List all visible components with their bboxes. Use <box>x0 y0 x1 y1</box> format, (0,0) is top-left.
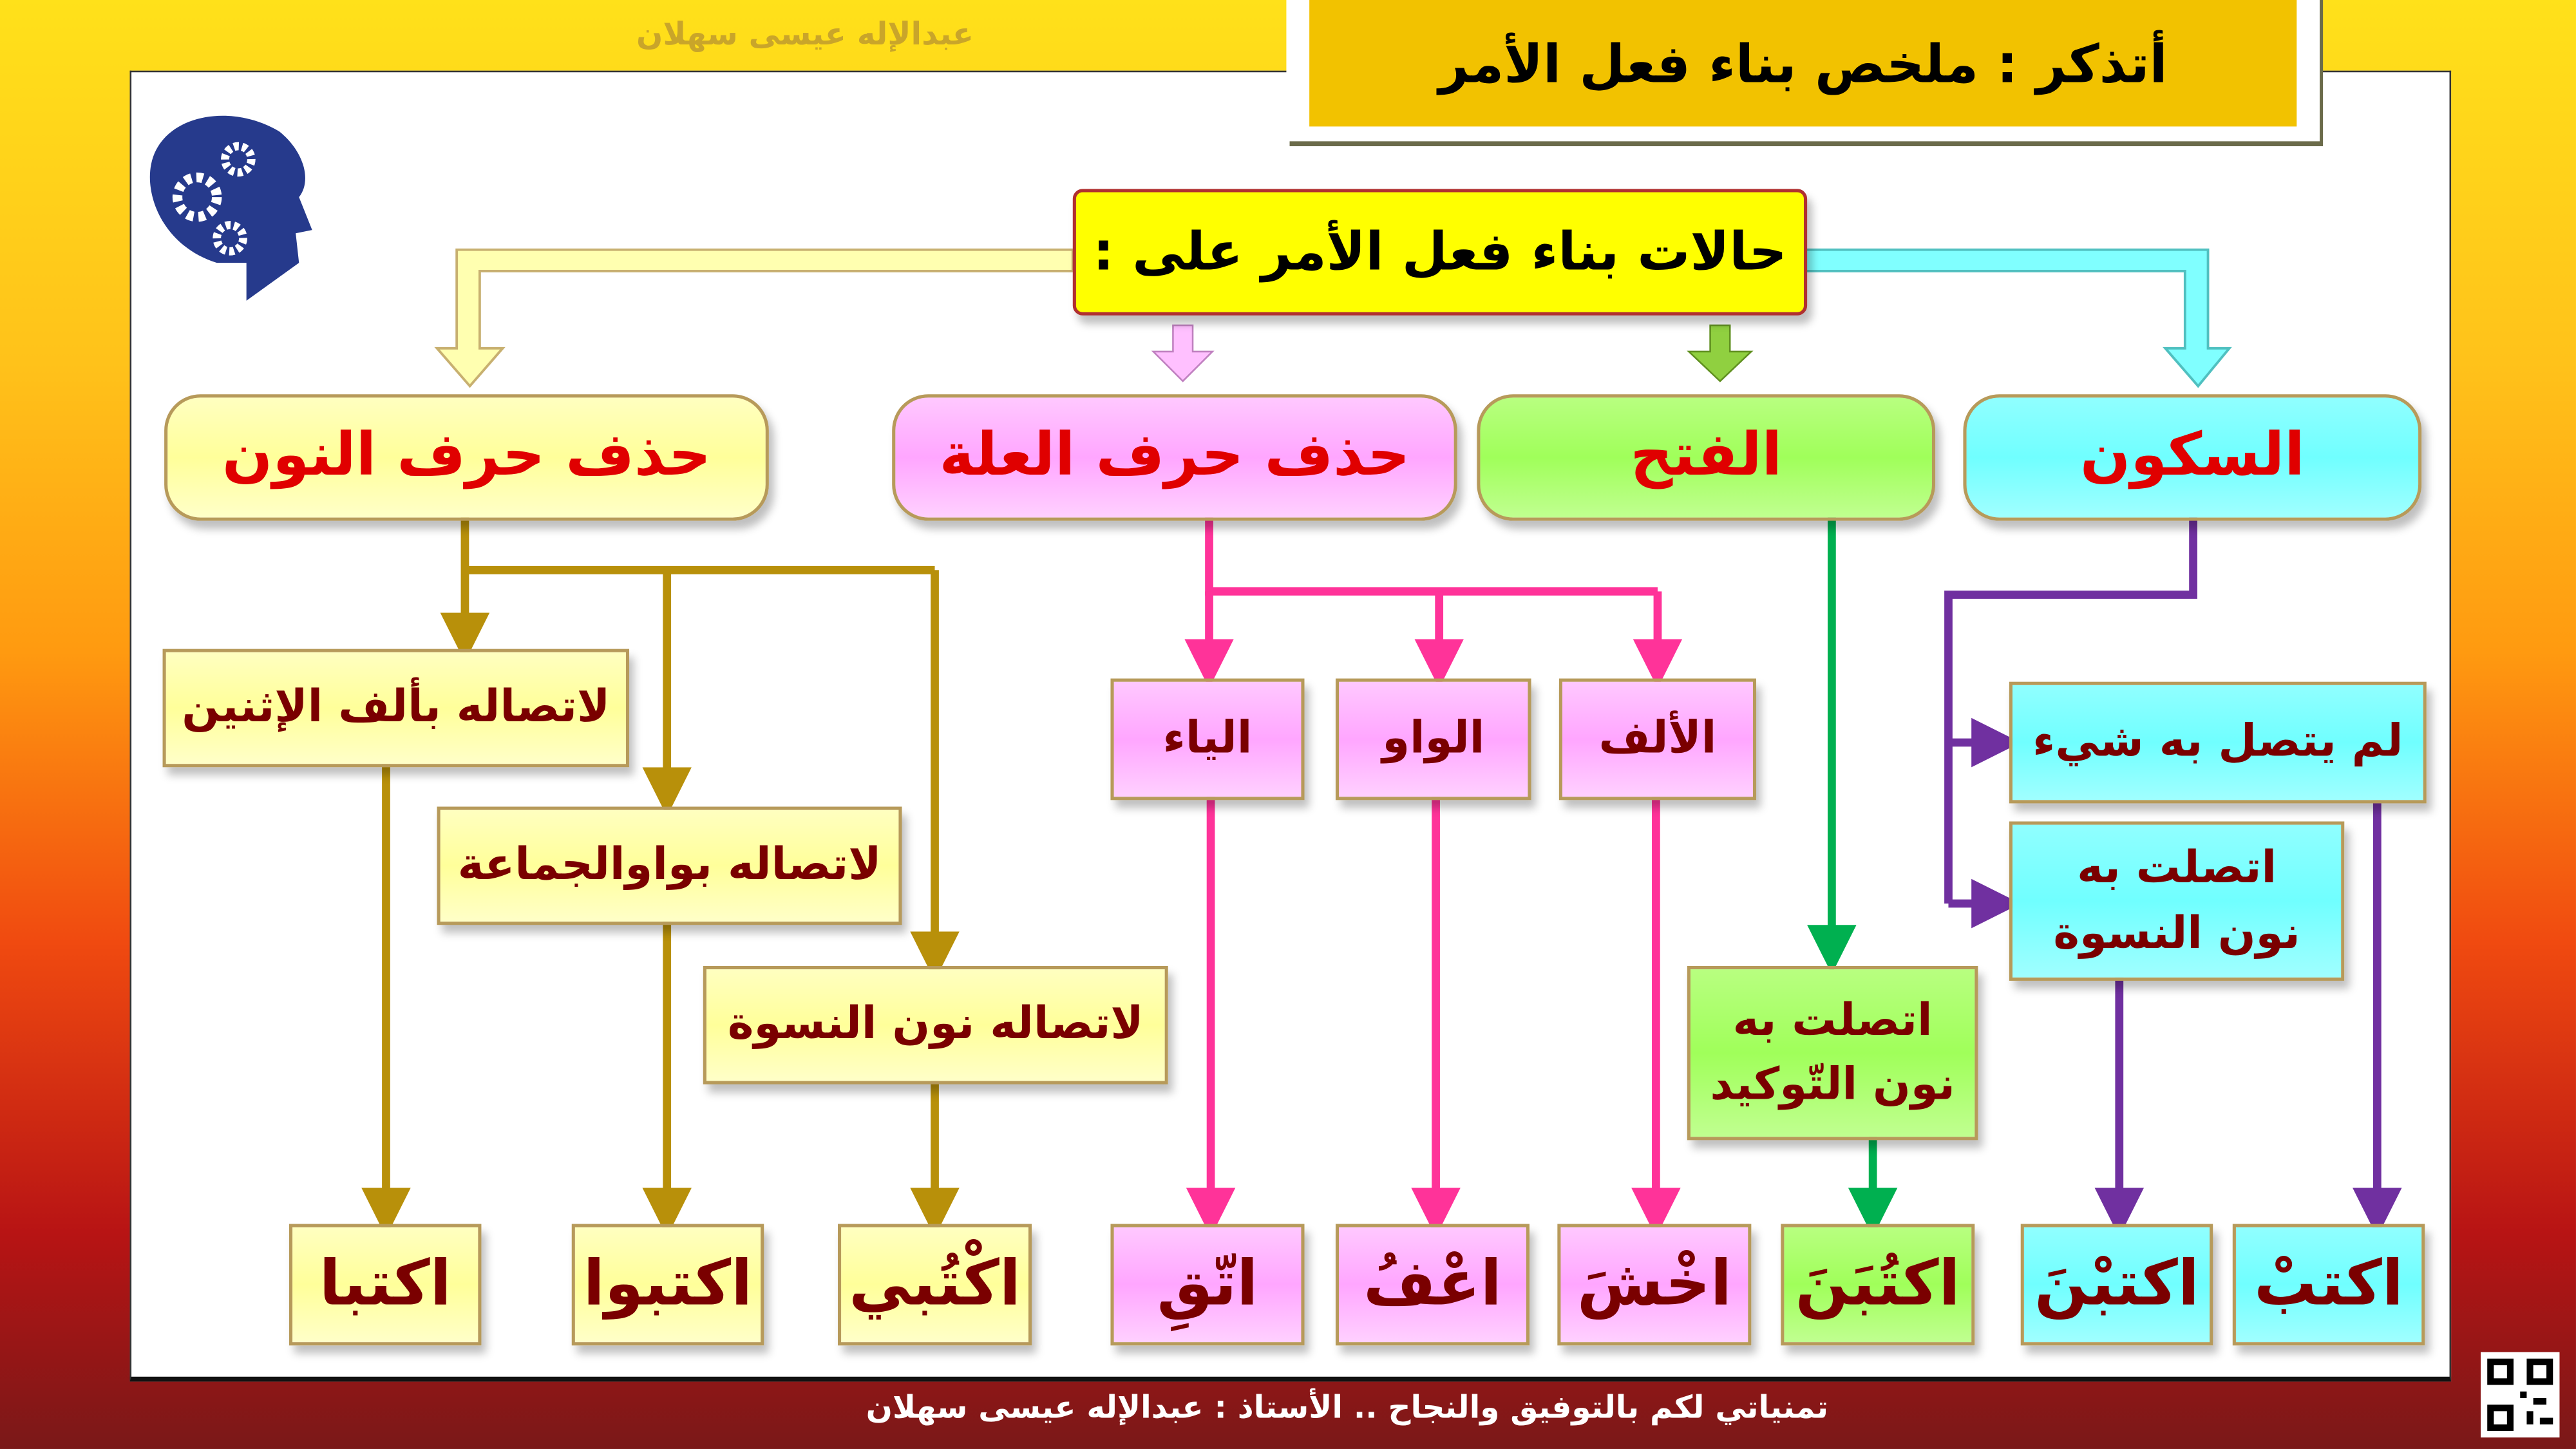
category-fath: الفتح <box>1477 394 1936 521</box>
category-sukun: السكون <box>1963 394 2422 521</box>
root-arrows <box>434 248 2232 388</box>
illa-connectors <box>1184 517 1683 1237</box>
example-box: اكتبْ <box>2232 1224 2425 1346</box>
condition-nun-tawkid: اتصلت به نون التّوكيد <box>1687 965 1978 1141</box>
example-box: اكتبْنَ <box>2020 1224 2213 1346</box>
author-watermark: عبدالإله عيسى سهلان <box>636 16 974 53</box>
sukun-connectors <box>1944 517 2402 1237</box>
condition-yaa: الياء <box>1110 678 1305 800</box>
footer-text: تمنياتي لكم بالتوفيق والنجاح .. الأستاذ … <box>866 1390 1829 1426</box>
condition-alif: الألف <box>1558 678 1757 800</box>
example-box: اتّقِ <box>1110 1224 1305 1346</box>
condition-line: نون التّوكيد <box>1710 1059 1955 1111</box>
fath-connectors <box>1807 517 1898 1237</box>
example-box: اكْتُبي <box>838 1224 1032 1346</box>
example-box: اكتبا <box>289 1224 482 1346</box>
example-box: اعْفُ <box>1335 1224 1530 1346</box>
category-illa-deletion: حذف حرف العلة <box>892 394 1457 521</box>
qr-code-icon <box>2481 1352 2560 1438</box>
condition-line: نون النسوة <box>2053 907 2300 959</box>
head-gears-icon <box>149 115 312 301</box>
condition-line: اتصلت به <box>2077 843 2277 895</box>
condition-waw: الواو <box>1335 678 1531 800</box>
page-title: أتذكر : ملخص بناء فعل الأمر <box>1309 0 2297 127</box>
condition-nun-niswa: لاتصاله نون النسوة <box>703 965 1168 1084</box>
example-box: اكتبوا <box>571 1224 764 1346</box>
category-nun-deletion: حذف حرف النون <box>164 394 769 521</box>
condition-waw-jamaa: لاتصاله بواوالجماعة <box>437 806 902 925</box>
example-box: اكتُبَنَ <box>1781 1224 1975 1346</box>
condition-alif-ithnain: لاتصاله بألف الإثنين <box>162 649 630 768</box>
condition-sukun-nun-niswa: اتصلت به نون النسوة <box>2009 821 2345 981</box>
condition-nothing-attached: لم يتصل به شيء <box>2009 681 2427 804</box>
root-node: حالات بناء فعل الأمر على : <box>1072 189 1808 316</box>
condition-line: اتصلت به <box>1732 995 1933 1046</box>
example-box: اخْشَ <box>1557 1224 1752 1346</box>
nun-connectors <box>361 517 960 1237</box>
